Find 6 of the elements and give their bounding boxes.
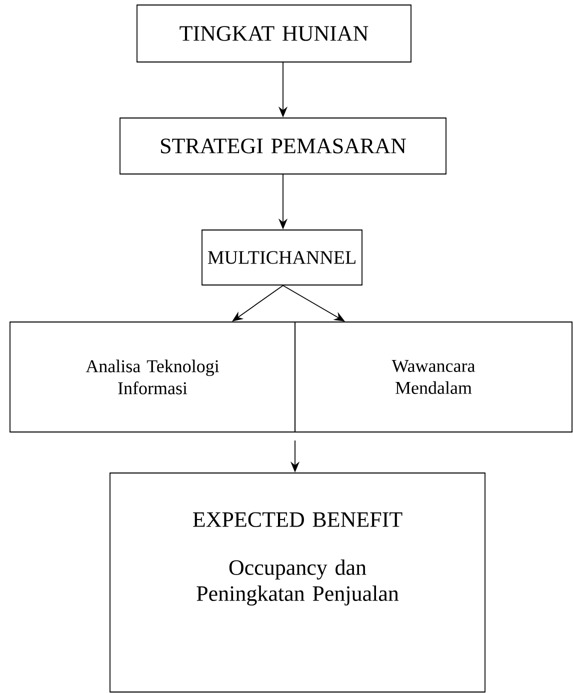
process-box: Wawancara Mendalam (294, 322, 572, 432)
process-box: TINGKAT HUNIAN (136, 4, 412, 62)
process-box: STRATEGI PEMASARAN (120, 118, 446, 174)
process-box: EXPECTED BENEFIT Occupancy dan Peningkatan Penjualan (110, 472, 486, 692)
process-box: Analisa Teknologi Informasi (10, 322, 296, 432)
process-box: MULTICHANNEL (202, 230, 362, 286)
